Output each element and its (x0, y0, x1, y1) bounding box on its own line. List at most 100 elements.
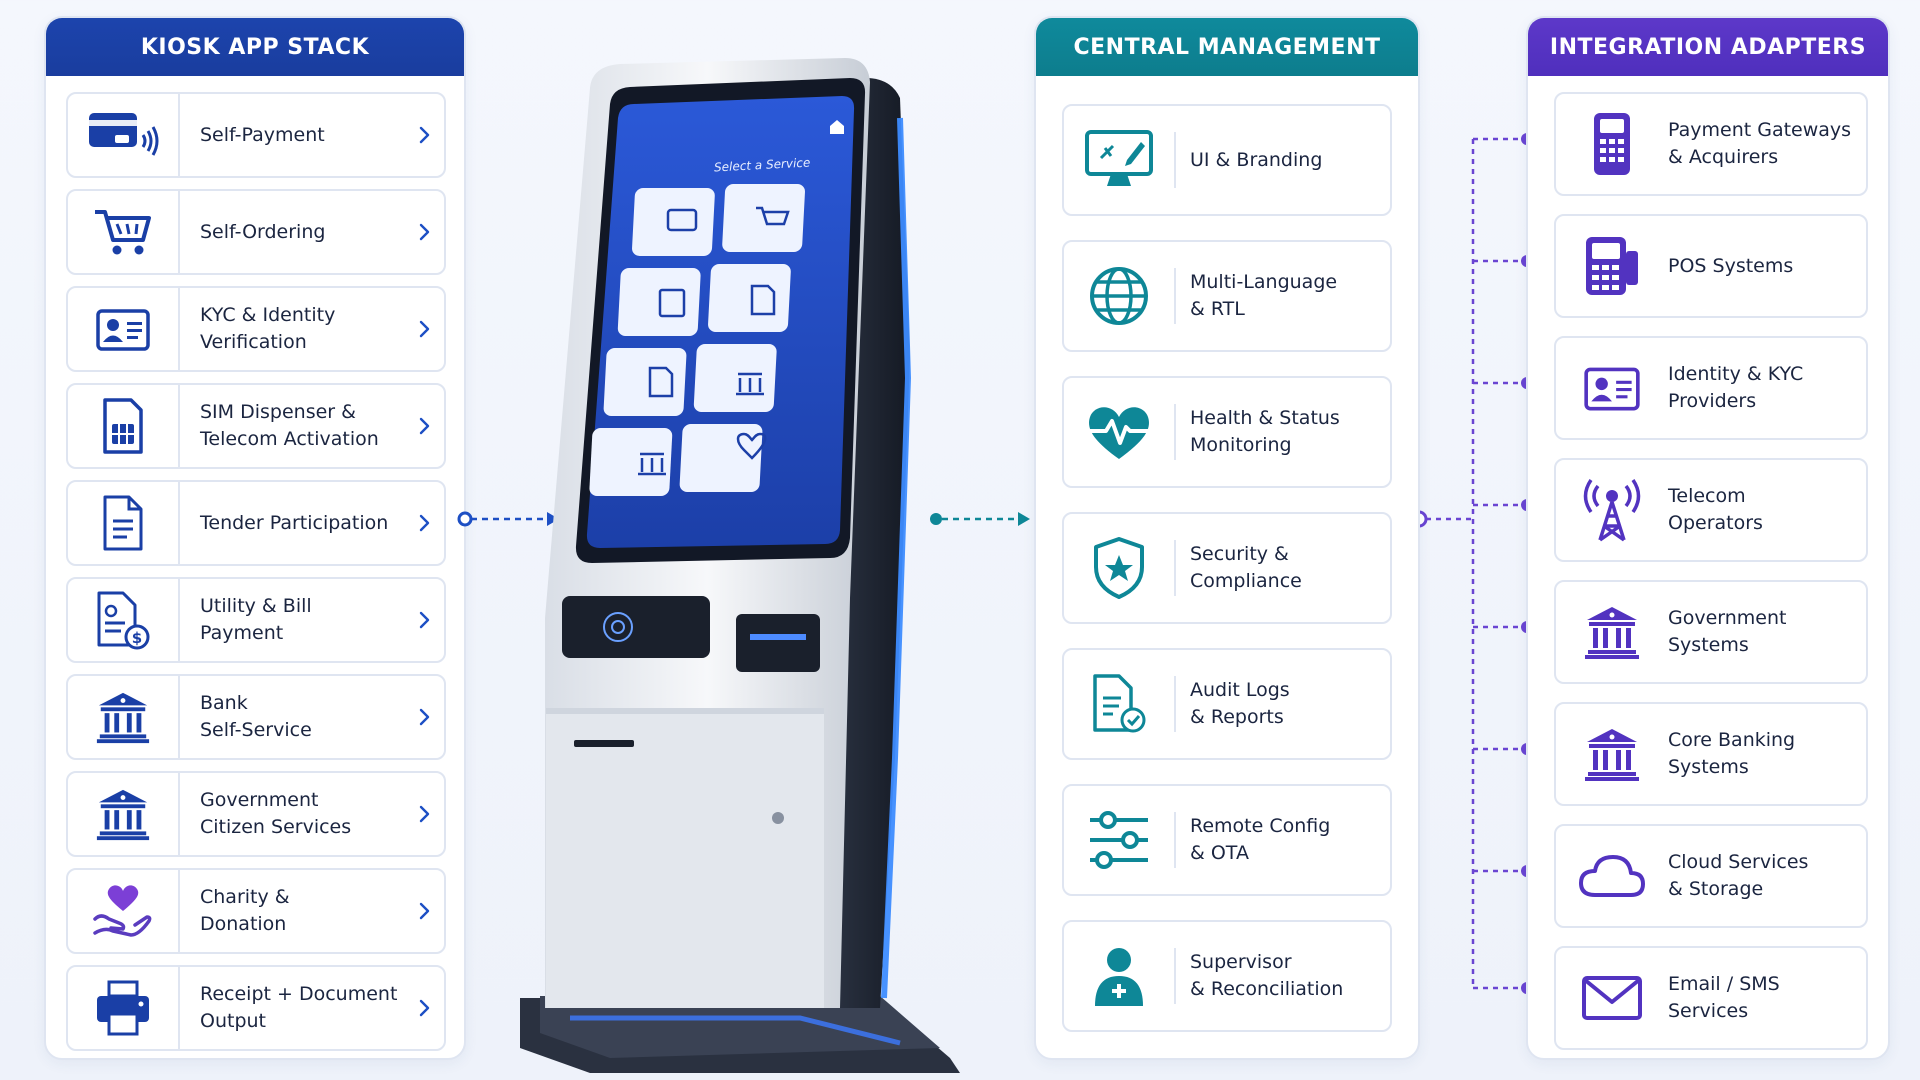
id-card-icon (1556, 357, 1668, 419)
envelope-icon (1556, 974, 1668, 1022)
kiosk-app-stack-panel: KIOSK APP STACK Self-Payment Self-Orde (44, 16, 466, 1060)
chevron-right-icon[interactable] (404, 319, 444, 339)
app-item-charity[interactable]: Charity & Donation (66, 868, 446, 954)
app-item-label: Self-Payment (200, 123, 325, 146)
document-icon (68, 482, 180, 564)
central-management-panel: CENTRAL MANAGEMENT UI & Branding Multi-L… (1034, 16, 1420, 1060)
shield-icon (1064, 535, 1174, 601)
mgmt-item-remote-config[interactable]: Remote Config & OTA (1062, 784, 1392, 896)
adapter-item-telecom[interactable]: Telecom Operators (1554, 458, 1868, 562)
app-item-label: KYC & Identity Verification (200, 304, 336, 353)
integration-adapters-panel: INTEGRATION ADAPTERS Payment Gateways & … (1526, 16, 1890, 1060)
app-item-label: Bank Self-Service (200, 692, 312, 741)
mgmt-item-label: Health & Status Monitoring (1190, 407, 1340, 456)
svg-text:$: $ (132, 629, 142, 647)
adapter-item-label: Core Banking Systems (1668, 729, 1796, 778)
bill-icon: $ (68, 579, 180, 661)
mgmt-item-label: Multi-Language & RTL (1190, 271, 1338, 320)
monitor-pen-icon (1064, 128, 1174, 192)
adapter-item-label: Government Systems (1668, 607, 1787, 656)
supervisor-icon (1064, 944, 1174, 1008)
chevron-right-icon[interactable] (404, 901, 444, 921)
adapter-item-label: Payment Gateways & Acquirers (1668, 119, 1852, 168)
adapter-item-cloud[interactable]: Cloud Services & Storage (1554, 824, 1868, 928)
heart-hand-icon (68, 870, 180, 952)
sim-card-icon (68, 385, 180, 467)
app-item-label: Utility & Bill Payment (200, 595, 312, 644)
mgmt-item-label: Remote Config & OTA (1190, 815, 1331, 864)
government-icon (68, 773, 180, 855)
mgmt-item-ui-branding[interactable]: UI & Branding (1062, 104, 1392, 216)
central-management-title: CENTRAL MANAGEMENT (1036, 18, 1418, 76)
kiosk-app-stack-title: KIOSK APP STACK (46, 18, 464, 76)
chevron-right-icon[interactable] (404, 610, 444, 630)
app-item-bank[interactable]: Bank Self-Service (66, 674, 446, 760)
chevron-right-icon[interactable] (404, 513, 444, 533)
chevron-right-icon[interactable] (404, 416, 444, 436)
mgmt-item-audit-logs[interactable]: Audit Logs & Reports (1062, 648, 1392, 760)
chevron-right-icon[interactable] (404, 125, 444, 145)
mgmt-item-multi-language[interactable]: Multi-Language & RTL (1062, 240, 1392, 352)
divider (1174, 132, 1176, 188)
bank-icon (1556, 724, 1668, 784)
adapter-item-core-banking[interactable]: Core Banking Systems (1554, 702, 1868, 806)
pos-terminal-icon (1556, 233, 1668, 299)
connector-left (457, 511, 559, 527)
mgmt-item-label: UI & Branding (1190, 148, 1323, 171)
mgmt-item-label: Security & Compliance (1190, 543, 1302, 592)
app-item-label: Receipt + Document Output (200, 983, 398, 1032)
app-item-label: Tender Participation (200, 511, 389, 534)
payment-terminal-icon (1556, 111, 1668, 177)
mgmt-item-supervisor[interactable]: Supervisor & Reconciliation (1062, 920, 1392, 1032)
sliders-icon (1064, 810, 1174, 870)
app-item-receipt[interactable]: Receipt + Document Output (66, 965, 446, 1051)
mgmt-item-security[interactable]: Security & Compliance (1062, 512, 1392, 624)
app-item-self-payment[interactable]: Self-Payment (66, 92, 446, 178)
app-item-label: Charity & Donation (200, 886, 290, 935)
divider (1174, 812, 1176, 868)
app-item-government[interactable]: Government Citizen Services (66, 771, 446, 857)
divider (1174, 948, 1176, 1004)
app-item-kyc[interactable]: KYC & Identity Verification (66, 286, 446, 372)
chevron-right-icon[interactable] (404, 707, 444, 727)
app-item-label: Self-Ordering (200, 220, 326, 243)
divider (1174, 540, 1176, 596)
chevron-right-icon[interactable] (404, 804, 444, 824)
printer-icon (68, 967, 180, 1049)
id-card-icon (68, 288, 180, 370)
app-item-label: SIM Dispenser & Telecom Activation (200, 401, 379, 450)
mgmt-item-health-monitoring[interactable]: Health & Status Monitoring (1062, 376, 1392, 488)
app-item-tender[interactable]: Tender Participation (66, 480, 446, 566)
mgmt-item-label: Supervisor & Reconciliation (1190, 951, 1344, 1000)
adapter-item-payment-gateways[interactable]: Payment Gateways & Acquirers (1554, 92, 1868, 196)
app-item-self-ordering[interactable]: Self-Ordering (66, 189, 446, 275)
app-item-label: Government Citizen Services (200, 789, 352, 838)
cart-icon (68, 191, 180, 273)
app-item-utility-bill[interactable]: $ Utility & Bill Payment (66, 577, 446, 663)
connector-right-tree (1410, 133, 1533, 994)
divider (1174, 404, 1176, 460)
kiosk-illustration: Select a Service (500, 58, 970, 1078)
audit-log-icon (1064, 672, 1174, 736)
cloud-icon (1556, 851, 1668, 901)
adapter-item-label: POS Systems (1668, 254, 1794, 277)
app-item-sim-dispenser[interactable]: SIM Dispenser & Telecom Activation (66, 383, 446, 469)
chevron-right-icon[interactable] (404, 998, 444, 1018)
divider (1174, 676, 1176, 732)
connector-middle (930, 512, 1030, 526)
adapter-item-email-sms[interactable]: Email / SMS Services (1554, 946, 1868, 1050)
globe-icon (1064, 264, 1174, 328)
adapter-item-label: Telecom Operators (1668, 485, 1763, 534)
chevron-right-icon[interactable] (404, 222, 444, 242)
adapter-item-government[interactable]: Government Systems (1554, 580, 1868, 684)
adapter-item-label: Identity & KYC Providers (1668, 363, 1804, 412)
adapter-item-label: Email / SMS Services (1668, 973, 1780, 1022)
adapter-item-pos[interactable]: POS Systems (1554, 214, 1868, 318)
antenna-icon (1556, 476, 1668, 544)
adapter-item-label: Cloud Services & Storage (1668, 851, 1809, 900)
adapter-item-identity-kyc[interactable]: Identity & KYC Providers (1554, 336, 1868, 440)
government-icon (1556, 602, 1668, 662)
heart-pulse-icon (1064, 401, 1174, 463)
bank-icon (68, 676, 180, 758)
card-contactless-icon (68, 94, 180, 176)
